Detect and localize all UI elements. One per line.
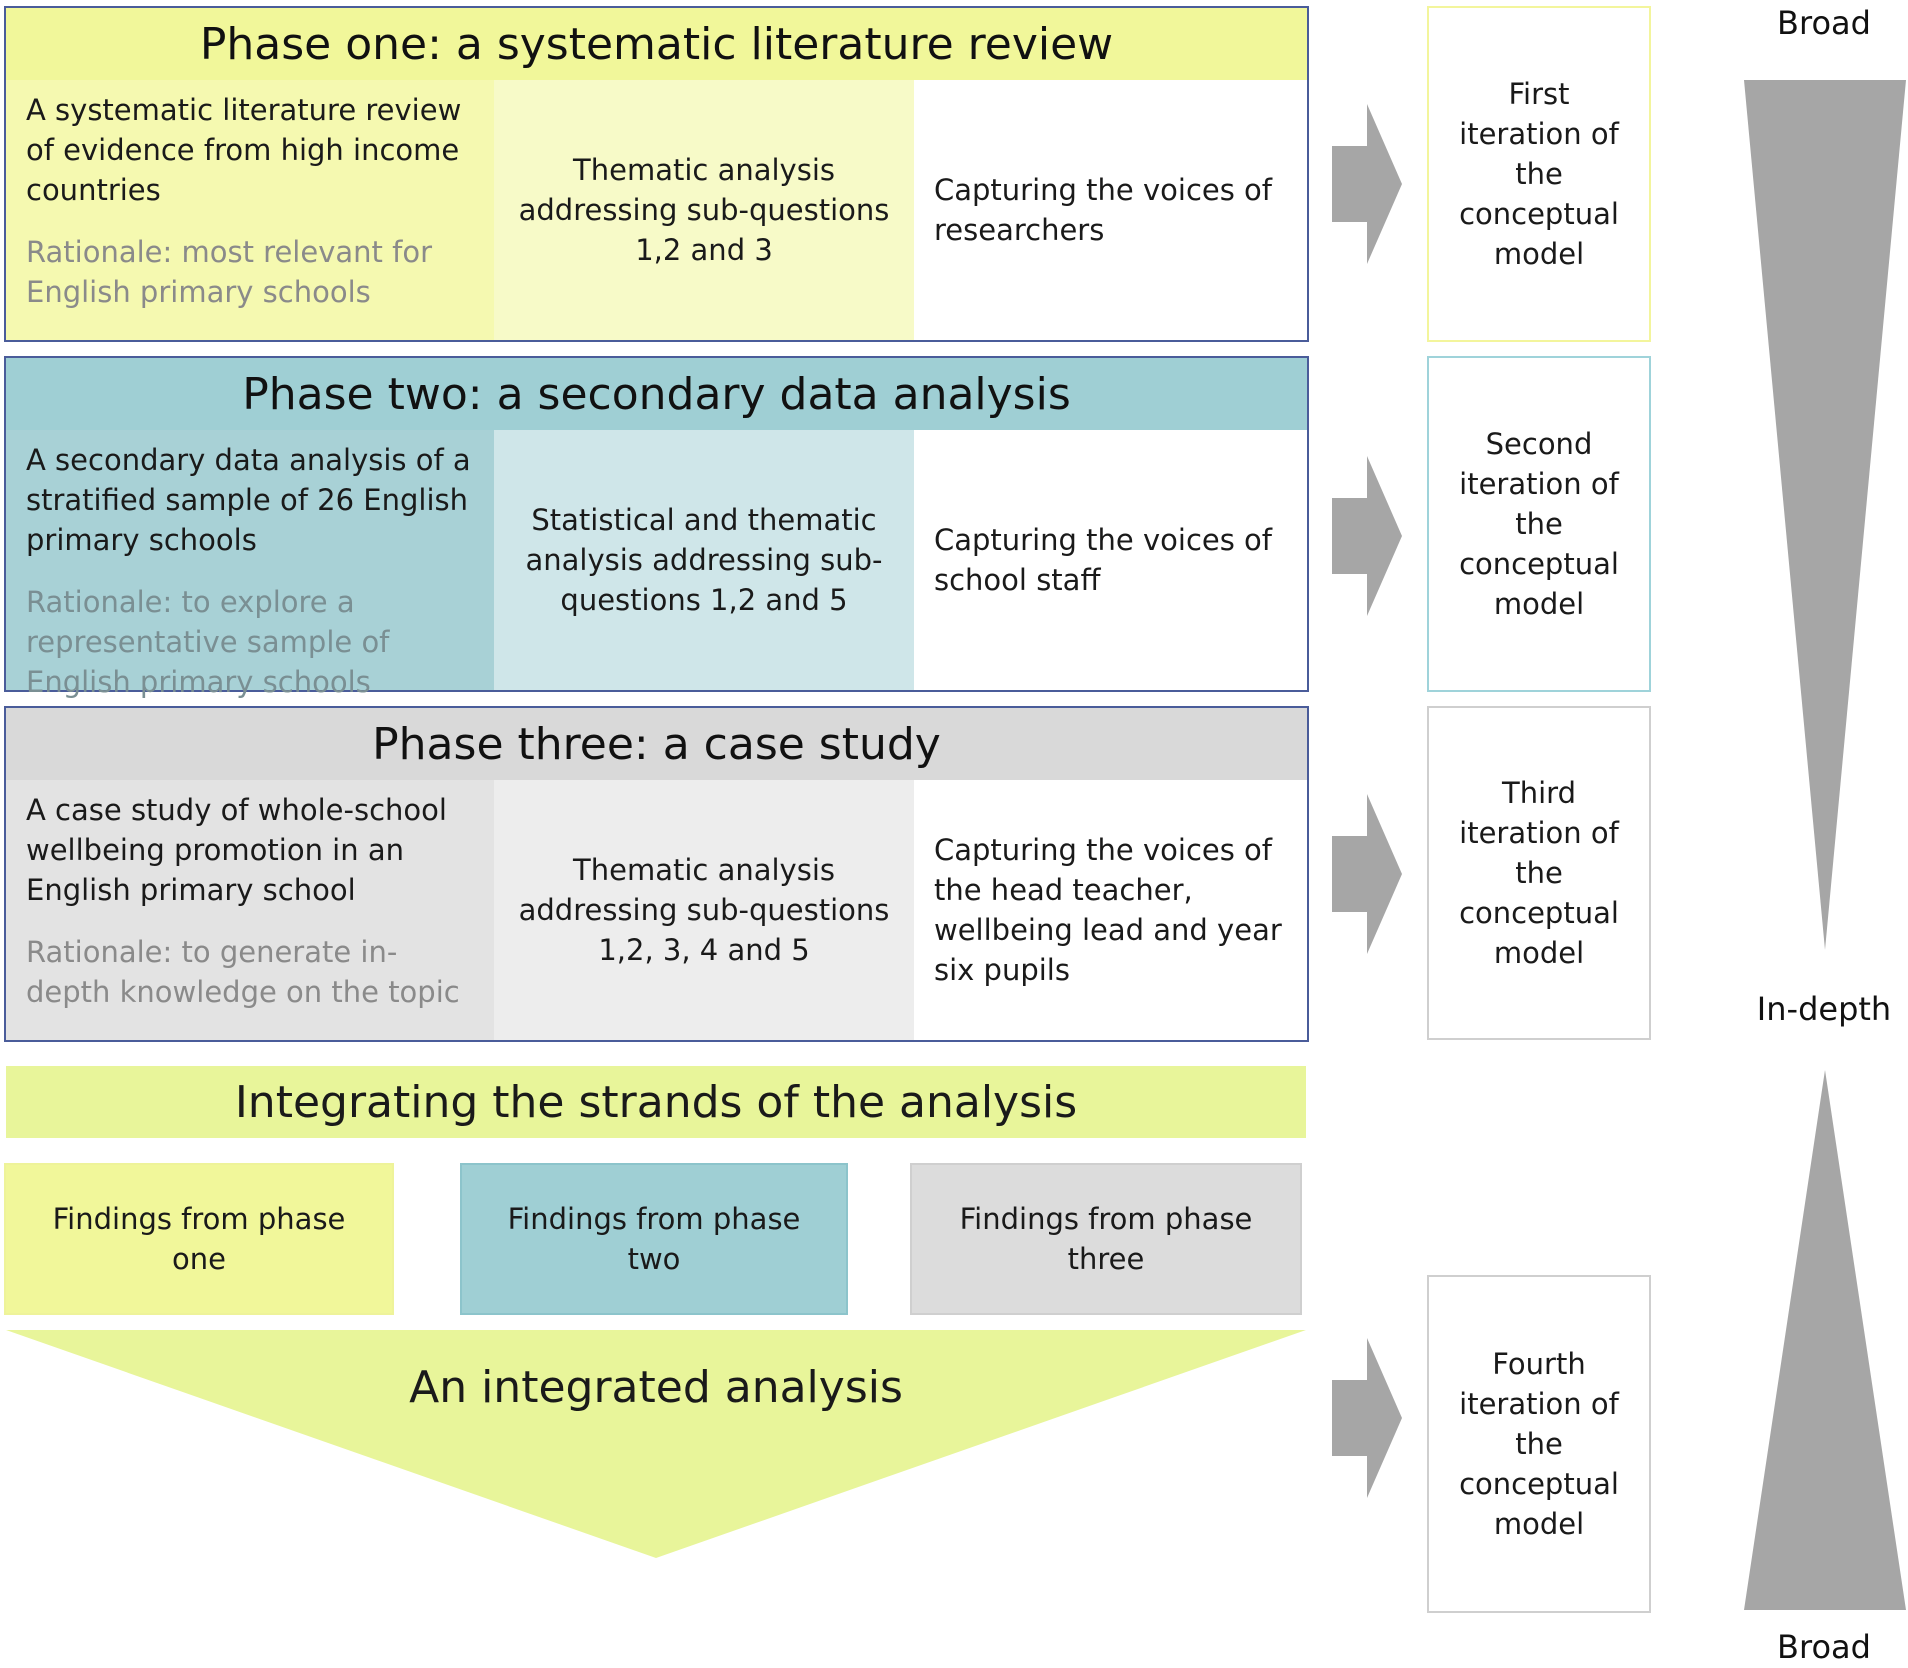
iteration-box-first: First iteration of the conceptual model xyxy=(1427,6,1651,342)
iteration-box-fourth: Fourth iteration of the conceptual model xyxy=(1427,1275,1651,1613)
phase-two-title: Phase two: a secondary data analysis xyxy=(6,358,1307,430)
phase-two-voices-cell: Capturing the voices of school staff xyxy=(914,430,1307,690)
iteration-first-label: First iteration of the conceptual model xyxy=(1459,77,1619,271)
narrowing-triangle xyxy=(1744,80,1906,950)
phase-one-analysis: Thematic analysis addressing sub-questio… xyxy=(518,153,890,267)
findings-phase-two: Findings from phase two xyxy=(460,1163,848,1315)
phase-one-title: Phase one: a systematic literature revie… xyxy=(6,8,1307,80)
integration-banner: Integrating the strands of the analysis xyxy=(6,1066,1306,1138)
phase-one-description-cell: A systematic literature review of eviden… xyxy=(6,80,494,340)
integrated-analysis-triangle xyxy=(6,1330,1306,1558)
phase-three-block: Phase three: a case study A case study o… xyxy=(4,706,1309,1042)
phase-one-block: Phase one: a systematic literature revie… xyxy=(4,6,1309,342)
findings-phase-one: Findings from phase one xyxy=(4,1163,394,1315)
phase-three-voices: Capturing the voices of the head teacher… xyxy=(934,833,1282,987)
scale-top-label: Broad xyxy=(1777,4,1871,42)
arrow-right-icon xyxy=(1332,456,1402,616)
phase-one-analysis-cell: Thematic analysis addressing sub-questio… xyxy=(494,80,914,340)
arrow-right-icon xyxy=(1332,104,1402,264)
phase-two-description: A secondary data analysis of a stratifie… xyxy=(26,443,471,557)
arrow-right-icon xyxy=(1332,1338,1402,1498)
iteration-box-third: Third iteration of the conceptual model xyxy=(1427,706,1651,1040)
widening-triangle xyxy=(1744,1070,1906,1610)
iteration-second-label: Second iteration of the conceptual model xyxy=(1459,427,1619,621)
phase-three-analysis-cell: Thematic analysis addressing sub-questio… xyxy=(494,780,914,1040)
phase-two-block: Phase two: a secondary data analysis A s… xyxy=(4,356,1309,699)
iteration-box-second: Second iteration of the conceptual model xyxy=(1427,356,1651,692)
phase-three-rationale: Rationale: to generate in-depth knowledg… xyxy=(26,935,460,1009)
phase-three-description: A case study of whole-school wellbeing p… xyxy=(26,793,447,907)
iteration-third-label: Third iteration of the conceptual model xyxy=(1459,776,1619,970)
findings-phase-three: Findings from phase three xyxy=(910,1163,1302,1315)
phase-one-voices: Capturing the voices of researchers xyxy=(934,173,1273,247)
phase-two-rationale: Rationale: to explore a representative s… xyxy=(26,585,390,699)
phase-one-rationale: Rationale: most relevant for English pri… xyxy=(26,235,432,309)
phase-two-analysis: Statistical and thematic analysis addres… xyxy=(525,503,883,617)
findings-phase-three-label: Findings from phase three xyxy=(959,1202,1253,1276)
phase-two-voices: Capturing the voices of school staff xyxy=(934,523,1273,597)
phase-two-analysis-cell: Statistical and thematic analysis addres… xyxy=(494,430,914,690)
phase-two-description-cell: A secondary data analysis of a stratifie… xyxy=(6,430,494,699)
scale-bottom-label: Broad xyxy=(1777,1628,1871,1666)
phase-three-analysis: Thematic analysis addressing sub-questio… xyxy=(518,853,890,967)
phase-three-title: Phase three: a case study xyxy=(6,708,1307,780)
scale-middle-label: In-depth xyxy=(1756,990,1892,1028)
phase-three-description-cell: A case study of whole-school wellbeing p… xyxy=(6,780,494,1040)
arrow-right-icon xyxy=(1332,794,1402,954)
integrated-analysis-label: An integrated analysis xyxy=(409,1362,903,1413)
findings-phase-one-label: Findings from phase one xyxy=(52,1202,346,1276)
findings-phase-two-label: Findings from phase two xyxy=(507,1202,801,1276)
integration-title: Integrating the strands of the analysis xyxy=(234,1076,1078,1128)
iteration-fourth-label: Fourth iteration of the conceptual model xyxy=(1459,1347,1619,1541)
phase-one-voices-cell: Capturing the voices of researchers xyxy=(914,80,1307,340)
phase-one-description: A systematic literature review of eviden… xyxy=(26,93,462,207)
phase-three-voices-cell: Capturing the voices of the head teacher… xyxy=(914,780,1307,1040)
